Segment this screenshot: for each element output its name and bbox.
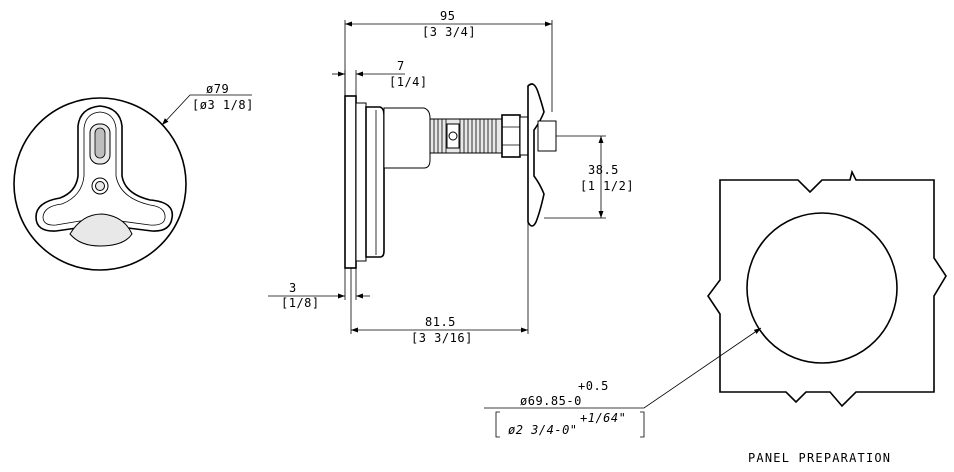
lock-hole-inner	[95, 181, 105, 191]
panel-preparation-label: PANEL PREPARATION	[748, 451, 891, 465]
t-handle-inner-outline	[42, 111, 166, 226]
front-diameter-imperial: [ø3 1/8]	[192, 98, 254, 112]
diameter-leader	[161, 94, 252, 126]
flange-depth-metric: 7	[397, 59, 405, 73]
hex-nut	[501, 114, 529, 158]
lock-hole-outer	[91, 177, 109, 195]
housing-body	[365, 106, 385, 258]
panel-preparation: +0.5 ø69.85-0 +1/64" ø2 3/4-0" PANEL PRE…	[484, 169, 947, 465]
flange-plate	[344, 95, 357, 269]
panel-hole	[746, 212, 898, 364]
overall-length-imperial: [3 3/4]	[422, 25, 476, 39]
flange-thickness-metric: 3	[289, 281, 297, 295]
grip-slot-inner	[94, 127, 106, 159]
housing-neck	[383, 107, 431, 169]
side-view: 95 [3 3/4] 7 [1/4] 3 [1/8] 81.5 [3 3/16]…	[268, 9, 634, 345]
front-diameter-metric: ø79	[206, 82, 229, 96]
flange-step	[355, 102, 367, 262]
panel-tolerance-metric: +0.5	[578, 379, 609, 393]
flange-thickness-imperial: [1/8]	[281, 296, 320, 310]
imperial-bracket-right	[640, 411, 645, 438]
cam-plate	[527, 83, 545, 227]
body-length-imperial: [3 3/16]	[411, 331, 473, 345]
imperial-bracket-left	[495, 411, 500, 438]
cam-height-imperial: [1 1/2]	[580, 179, 634, 193]
body-length-metric: 81.5	[425, 315, 456, 329]
panel-leader	[484, 327, 762, 409]
panel-tolerance-imperial: +1/64"	[580, 411, 626, 425]
front-view: ø79 [ø3 1/8]	[13, 82, 254, 271]
cam-height-metric: 38.5	[588, 163, 619, 177]
flange-depth-imperial: [1/4]	[389, 75, 428, 89]
panel-hole-diameter-metric: ø69.85-0	[520, 394, 582, 408]
thumb-recess	[69, 213, 133, 247]
overall-length-metric: 95	[440, 9, 455, 23]
panel-hole-diameter-imperial: ø2 3/4-0"	[508, 423, 578, 437]
threaded-stud	[429, 118, 503, 154]
cam-washer	[537, 120, 557, 152]
